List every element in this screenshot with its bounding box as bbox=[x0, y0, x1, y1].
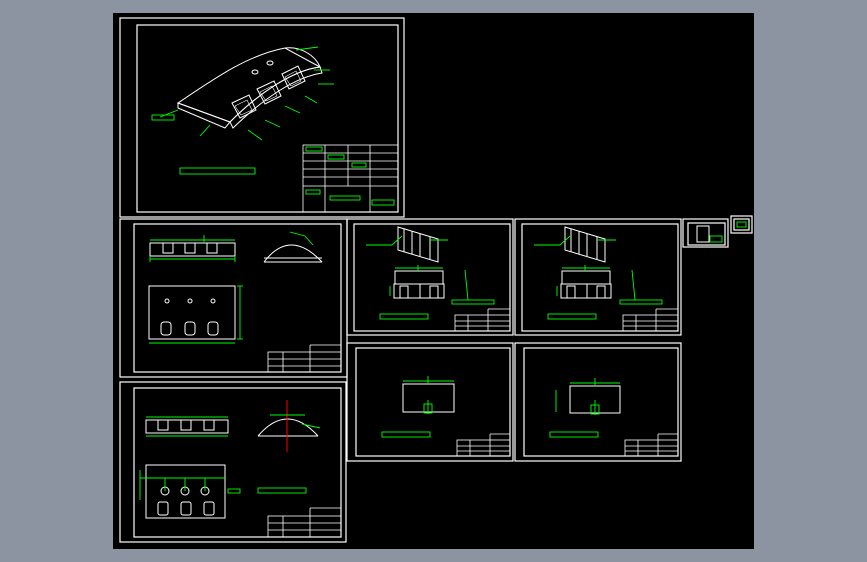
sheet-thumb-b[interactable] bbox=[730, 215, 753, 234]
sheet-plate-b[interactable] bbox=[514, 342, 682, 462]
sheet-thumb-a[interactable] bbox=[682, 218, 729, 248]
sheet-cover-views-b[interactable] bbox=[119, 381, 347, 543]
sheet-isometric[interactable] bbox=[119, 17, 405, 218]
model-space[interactable] bbox=[113, 13, 754, 549]
sheet-panel-b[interactable] bbox=[514, 218, 682, 336]
sheet-panel-a[interactable] bbox=[346, 218, 514, 336]
sheet-plate-a[interactable] bbox=[346, 342, 514, 462]
